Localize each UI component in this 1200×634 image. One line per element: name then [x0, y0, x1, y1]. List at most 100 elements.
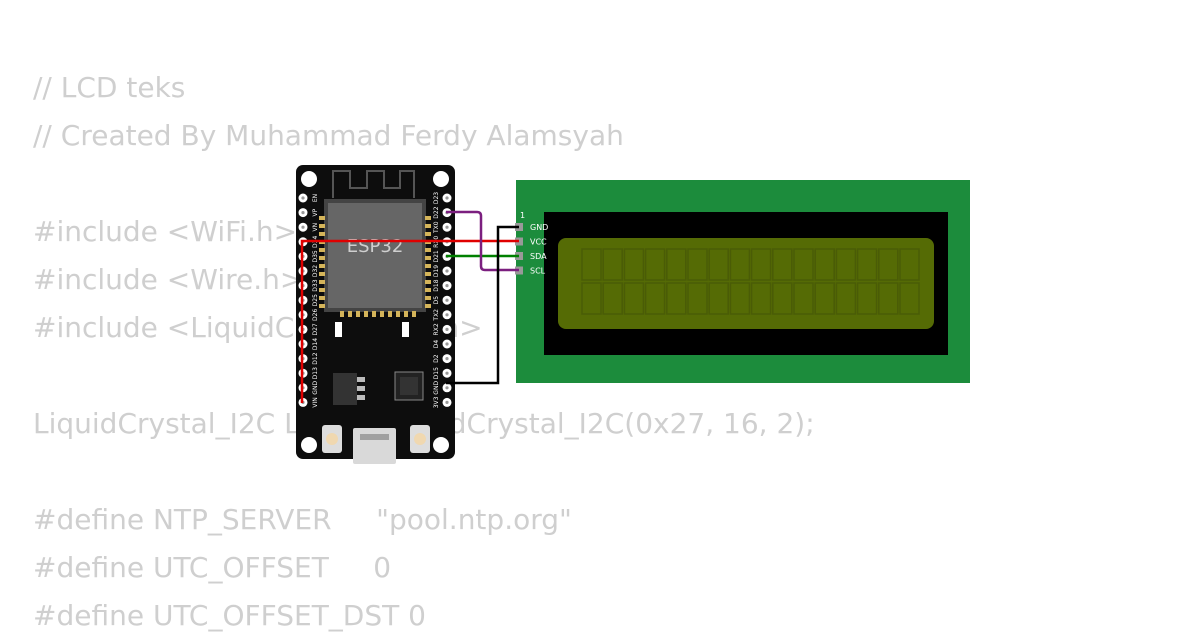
pin-label: D35	[312, 250, 319, 262]
module-pad	[356, 311, 360, 317]
pin-label: TX2	[433, 309, 440, 322]
lcd-char-cell	[623, 248, 645, 281]
button-left[interactable]	[322, 425, 342, 453]
module-pad	[319, 216, 325, 220]
lcd-pin-scl[interactable]: SCL	[515, 266, 546, 276]
lcd-char-cell	[581, 282, 602, 315]
lcd-char-cell	[750, 282, 772, 315]
lcd-char-cell	[772, 248, 793, 281]
module-pad	[412, 311, 416, 317]
wires	[300, 210, 519, 403]
pin-en[interactable]: EN	[298, 193, 320, 203]
lcd-char-cell	[856, 248, 878, 281]
code-line: // LCD teks	[33, 71, 186, 104]
lcd-char-cell	[793, 282, 814, 315]
lcd-char-cell	[899, 248, 920, 281]
mount-hole	[433, 437, 449, 453]
pin-label: VP	[312, 208, 319, 216]
pin-gnd[interactable]: GND	[433, 381, 452, 395]
module-pad	[319, 264, 325, 268]
pin-label: D22	[433, 206, 440, 218]
pin-d4[interactable]: D4	[433, 339, 452, 349]
code-line: #include <WiFi.h>	[33, 215, 298, 248]
pin-label: D12	[312, 352, 319, 364]
pin-rx2[interactable]: RX2	[433, 323, 452, 335]
module-pad	[319, 256, 325, 260]
lcd-char-cell	[772, 282, 793, 315]
esp32-module: ESP32	[319, 199, 431, 317]
lcd-pin-label: GND	[530, 223, 548, 232]
module-pad	[425, 296, 431, 300]
pin-label: EN	[312, 194, 319, 202]
pin-d19[interactable]: D19	[433, 265, 452, 277]
lcd-char-cell	[856, 282, 878, 315]
pin-d15[interactable]: D15	[433, 367, 452, 379]
pin-3v3[interactable]: 3V3	[433, 396, 452, 408]
module-pad	[319, 272, 325, 276]
smd-component	[402, 322, 409, 337]
lcd-pin-label: SCL	[530, 267, 546, 276]
pin-label: GND	[433, 381, 440, 395]
button-right[interactable]	[410, 425, 430, 453]
esp32-label: ESP32	[347, 236, 404, 257]
module-pad	[364, 311, 368, 317]
pin-tx0[interactable]: TX0	[433, 221, 452, 234]
wire-vcc[interactable]	[300, 239, 519, 403]
lcd-pin-sda[interactable]: SDA	[515, 252, 547, 261]
micro-usb-port	[353, 428, 396, 464]
smd-component	[335, 322, 342, 337]
pin-label: 3V3	[433, 396, 440, 408]
lcd-char-cell	[623, 282, 645, 315]
code-line: #include <Wire.h>	[33, 263, 304, 296]
module-pad	[425, 232, 431, 236]
module-pad	[404, 311, 408, 317]
lcd-char-cell	[687, 282, 708, 315]
pin-d5[interactable]: D5	[433, 295, 452, 305]
lcd-char-cell	[899, 282, 920, 315]
code-line: #define UTC_OFFSET 0	[33, 551, 392, 584]
pin-label: D21	[433, 250, 440, 262]
pin-vp[interactable]: VP	[298, 208, 320, 218]
lcd-char-cell	[581, 248, 602, 281]
lcd-char-cell	[644, 282, 666, 315]
lcd-pin-gnd[interactable]: GND	[515, 223, 548, 232]
module-pad	[425, 256, 431, 260]
lcd-char-cell	[878, 248, 899, 281]
module-pad	[380, 311, 384, 317]
module-pad	[319, 296, 325, 300]
module-pad	[319, 304, 325, 308]
pin-tx2[interactable]: TX2	[433, 309, 452, 322]
lcd-pin-vcc[interactable]: VCC	[515, 237, 547, 247]
pin-vn[interactable]: VN	[298, 222, 320, 232]
esp32-board[interactable]: ESP32	[296, 165, 455, 464]
pin-label: GND	[312, 381, 319, 395]
pin-label: RX2	[433, 323, 440, 335]
pin-d23[interactable]: D23	[433, 192, 452, 204]
lcd-char-cell	[793, 248, 814, 281]
module-pad	[319, 280, 325, 284]
antenna-trace	[332, 170, 415, 198]
lcd-char-cell	[602, 282, 623, 315]
lcd-char-cell	[708, 282, 729, 315]
pin-d18[interactable]: D18	[433, 279, 452, 292]
module-pad	[425, 264, 431, 268]
pin-label: D26	[312, 308, 319, 320]
pin-label: D4	[433, 340, 440, 349]
pin-label: VN	[312, 223, 319, 232]
lcd-char-cell	[814, 248, 835, 281]
module-pad	[388, 311, 392, 317]
wire-scl[interactable]	[446, 210, 519, 272]
mount-hole	[301, 171, 317, 187]
pin-d2[interactable]: D2	[433, 354, 452, 364]
pin-label: D2	[433, 354, 440, 363]
pin-label: D15	[433, 367, 440, 379]
lcd-char-cell	[666, 282, 687, 315]
mount-hole	[301, 437, 317, 453]
wire-gnd[interactable]	[446, 225, 519, 385]
lcd-char-cell	[835, 248, 857, 281]
module-pad	[425, 288, 431, 292]
lcd-char-cell	[666, 248, 687, 281]
lcd-char-cell	[878, 282, 899, 315]
